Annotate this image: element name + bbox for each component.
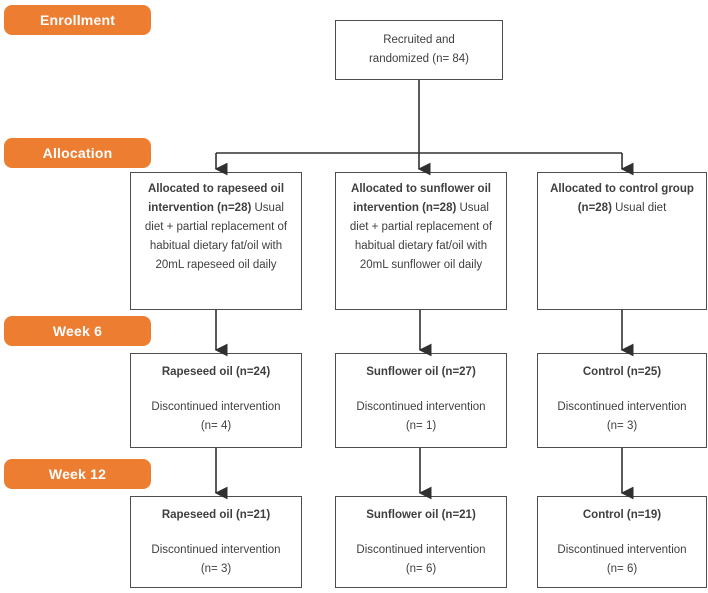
stage-label-week6: Week 6 <box>4 316 151 346</box>
week12-rapeseed-discontinued: Discontinued intervention <box>151 544 281 556</box>
week12-sunflower-discontinued: Discontinued intervention <box>356 544 486 556</box>
week6-box-sunflower: Sunflower oil (n=27) Discontinued interv… <box>335 353 507 448</box>
allocation-sunflower-body: Usual diet + partial replacement of habi… <box>349 202 493 271</box>
week12-box-sunflower: Sunflower oil (n=21) Discontinued interv… <box>335 496 507 588</box>
week6-sunflower-discontinued: Discontinued intervention <box>356 401 486 413</box>
stage-label-allocation: Allocation <box>4 138 151 168</box>
week6-control-n: (n= 3) <box>606 420 638 432</box>
week12-control-discontinued: Discontinued intervention <box>557 544 687 556</box>
week6-rapeseed-title: Rapeseed oil (n=24) <box>161 366 271 378</box>
week12-control-n: (n= 6) <box>606 563 638 575</box>
week12-sunflower-n: (n= 6) <box>405 563 437 575</box>
week6-sunflower-title: Sunflower oil (n=27) <box>366 366 476 378</box>
allocation-control-title: Allocated to control group (n=28) <box>550 183 694 214</box>
allocation-box-rapeseed: Allocated to rapeseed oil intervention (… <box>130 172 302 310</box>
week12-box-control: Control (n=19) Discontinued intervention… <box>537 496 707 588</box>
allocation-rapeseed-title: Allocated to rapeseed oil intervention (… <box>147 183 285 214</box>
week6-box-control: Control (n=25) Discontinued intervention… <box>537 353 707 448</box>
week12-sunflower-title: Sunflower oil (n=21) <box>366 509 476 521</box>
week12-rapeseed-n: (n= 3) <box>200 563 232 575</box>
week6-control-discontinued: Discontinued intervention <box>557 401 687 413</box>
week6-rapeseed-discontinued: Discontinued intervention <box>151 401 281 413</box>
week6-rapeseed-n: (n= 4) <box>200 420 232 432</box>
week6-box-rapeseed: Rapeseed oil (n=24) Discontinued interve… <box>130 353 302 448</box>
allocation-rapeseed-body: Usual diet + partial replacement of habi… <box>144 202 288 271</box>
week6-sunflower-n: (n= 1) <box>405 420 437 432</box>
allocation-control-body: Usual diet <box>615 202 667 214</box>
week12-rapeseed-title: Rapeseed oil (n=21) <box>161 509 271 521</box>
week12-box-rapeseed: Rapeseed oil (n=21) Discontinued interve… <box>130 496 302 588</box>
week12-control-title: Control (n=19) <box>582 509 662 521</box>
recruited-text: Recruited and randomized (n= 84) <box>368 34 470 65</box>
allocation-sunflower-title: Allocated to sunflower oil intervention … <box>351 183 491 214</box>
stage-label-week12: Week 12 <box>4 459 151 489</box>
week6-control-title: Control (n=25) <box>582 366 662 378</box>
allocation-box-sunflower: Allocated to sunflower oil intervention … <box>335 172 507 310</box>
allocation-box-control: Allocated to control group (n=28) Usual … <box>537 172 707 310</box>
recruited-box: Recruited and randomized (n= 84) <box>335 20 503 80</box>
stage-label-enrollment: Enrollment <box>4 5 151 35</box>
